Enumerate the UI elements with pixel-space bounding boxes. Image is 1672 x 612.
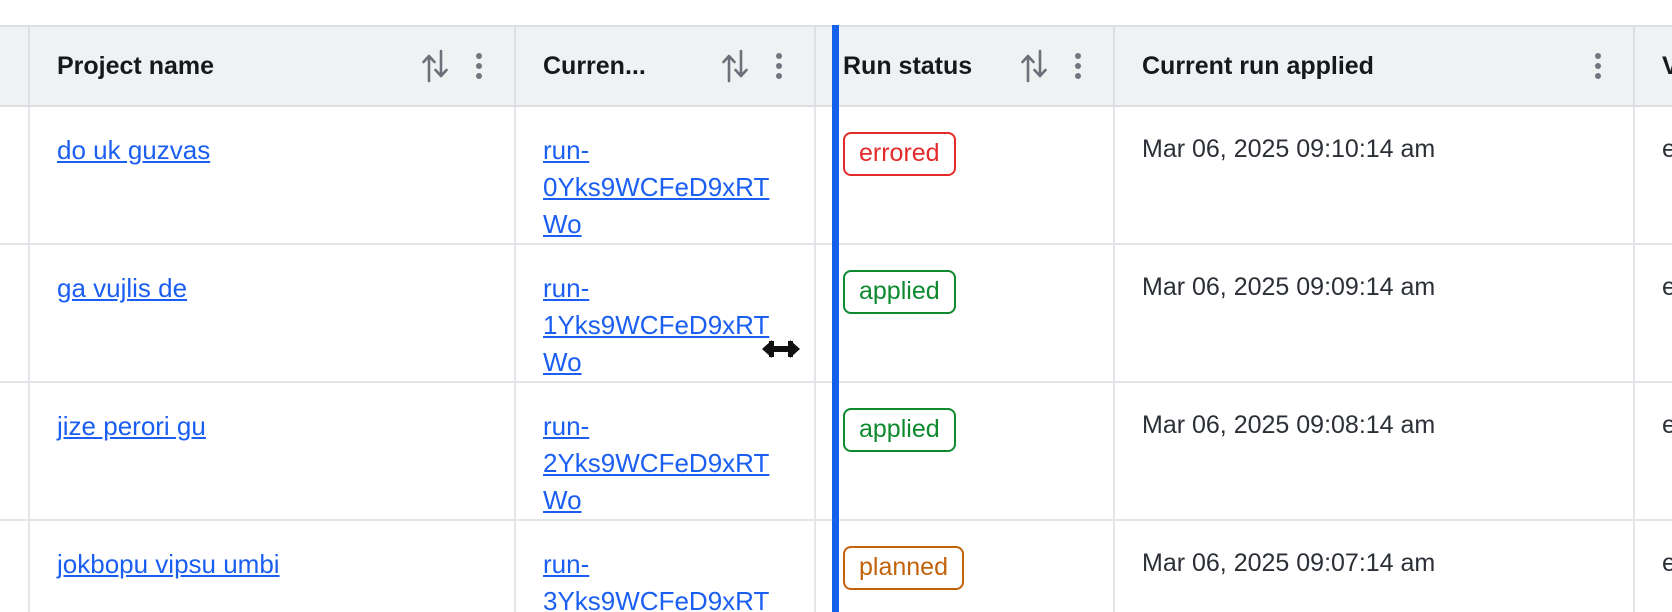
next-column-text: e [1662, 273, 1672, 301]
next-column-text: e [1662, 135, 1672, 163]
current-run-applied-text: Mar 06, 2025 09:09:14 am [1142, 273, 1436, 301]
column-header-project-name[interactable]: Project name [29, 25, 516, 107]
status-badge: applied [843, 270, 956, 314]
column-header-run-status[interactable]: Run status [815, 25, 1115, 107]
cell-project-name: jize perori gu [29, 382, 516, 521]
current-run-link[interactable]: run-2Yks9WCFeD9xRTWo [543, 411, 770, 515]
cell-current-run-applied: Mar 06, 2025 09:07:14 am [1114, 520, 1635, 612]
current-run-link[interactable]: run-0Yks9WCFeD9xRTWo [543, 135, 770, 239]
project-name-link[interactable]: jize perori gu [57, 411, 206, 441]
cell-current-run: run-1Yks9WCFeD9xRTWo [515, 244, 816, 383]
cell-run-status: applied [815, 244, 1115, 383]
table-row: do uk guzvas run-0Yks9WCFeD9xRTWo errore… [0, 106, 1672, 245]
column-resize-indicator[interactable] [832, 25, 839, 612]
status-badge: errored [843, 132, 956, 176]
column-header-project-name-label: Project name [57, 51, 215, 80]
projects-table: Project name [0, 25, 1672, 612]
row-select-cell[interactable] [0, 106, 30, 245]
column-header-current-run-applied[interactable]: Current run applied [1114, 25, 1635, 107]
current-run-applied-text: Mar 06, 2025 09:07:14 am [1142, 549, 1436, 577]
project-name-link[interactable]: ga vujlis de [57, 273, 188, 303]
table-row: jize perori gu run-2Yks9WCFeD9xRTWo appl… [0, 382, 1672, 521]
next-column-text: e [1662, 411, 1672, 439]
column-header-current-run-label: Curren... [543, 51, 646, 80]
cell-next-column: e [1634, 520, 1672, 612]
kebab-menu-icon[interactable] [466, 51, 492, 81]
cell-next-column: e [1634, 106, 1672, 245]
row-select-cell[interactable] [0, 244, 30, 383]
status-badge: planned [843, 546, 964, 590]
column-header-current-run[interactable]: Curren... [515, 25, 816, 107]
cell-current-run-applied: Mar 06, 2025 09:08:14 am [1114, 382, 1635, 521]
kebab-menu-icon[interactable] [1585, 51, 1611, 81]
sort-arrows-icon[interactable] [1019, 48, 1049, 84]
table-header: Project name [0, 25, 1672, 107]
kebab-menu-icon[interactable] [1065, 51, 1091, 81]
current-run-link[interactable]: run-3Yks9WCFeD9xRTWo [543, 549, 770, 612]
column-header-next-column[interactable]: V [1634, 25, 1672, 107]
current-run-applied-text: Mar 06, 2025 09:10:14 am [1142, 135, 1436, 163]
sort-arrows-icon[interactable] [420, 48, 450, 84]
row-select-cell[interactable] [0, 382, 30, 521]
table-row: ga vujlis de run-1Yks9WCFeD9xRTWo applie… [0, 244, 1672, 383]
cell-current-run-applied: Mar 06, 2025 09:09:14 am [1114, 244, 1635, 383]
current-run-link[interactable]: run-1Yks9WCFeD9xRTWo [543, 273, 770, 377]
cell-current-run: run-2Yks9WCFeD9xRTWo [515, 382, 816, 521]
status-badge: applied [843, 408, 956, 452]
row-select-cell[interactable] [0, 520, 30, 612]
kebab-menu-icon[interactable] [766, 51, 792, 81]
cell-current-run: run-0Yks9WCFeD9xRTWo [515, 106, 816, 245]
cell-project-name: jokbopu vipsu umbi [29, 520, 516, 612]
project-name-link[interactable]: jokbopu vipsu umbi [57, 549, 280, 579]
current-run-applied-text: Mar 06, 2025 09:08:14 am [1142, 411, 1436, 439]
cell-project-name: ga vujlis de [29, 244, 516, 383]
sort-arrows-icon[interactable] [720, 48, 750, 84]
column-header-run-status-label: Run status [843, 51, 973, 80]
next-column-text: e [1662, 549, 1672, 577]
column-header-current-run-applied-label: Current run applied [1142, 51, 1374, 80]
cell-next-column: e [1634, 244, 1672, 383]
column-header-select [0, 25, 30, 107]
cell-run-status: applied [815, 382, 1115, 521]
cell-current-run: run-3Yks9WCFeD9xRTWo [515, 520, 816, 612]
column-header-next-column-label: V [1662, 52, 1672, 81]
table-body: do uk guzvas run-0Yks9WCFeD9xRTWo errore… [0, 106, 1672, 612]
cell-next-column: e [1634, 382, 1672, 521]
table-row: jokbopu vipsu umbi run-3Yks9WCFeD9xRTWo … [0, 520, 1672, 612]
cell-project-name: do uk guzvas [29, 106, 516, 245]
project-name-link[interactable]: do uk guzvas [57, 135, 211, 165]
cell-current-run-applied: Mar 06, 2025 09:10:14 am [1114, 106, 1635, 245]
projects-table-container: Project name [0, 25, 1672, 612]
cell-run-status: errored [815, 106, 1115, 245]
table-header-row: Project name [0, 25, 1672, 107]
cell-run-status: planned [815, 520, 1115, 612]
